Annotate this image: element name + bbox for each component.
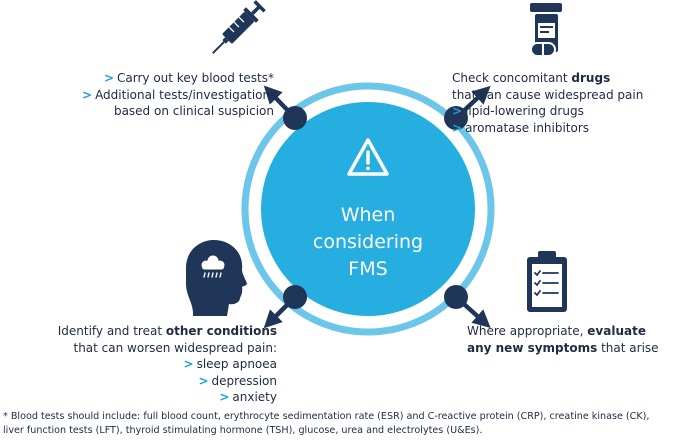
bullet-arrow: > xyxy=(452,120,463,135)
dot-top-right xyxy=(444,106,468,130)
other-conditions-block: Identify and treat other conditions that… xyxy=(52,323,277,406)
list-item: >anxiety xyxy=(219,390,277,404)
footnote-line-2: liver function tests (LFT), thyroid stim… xyxy=(3,424,483,436)
footnote: * Blood tests should include: full blood… xyxy=(3,410,697,437)
center-line-2: considering xyxy=(313,231,423,253)
bullet-arrow: > xyxy=(452,104,463,118)
center-line-3: FMS xyxy=(348,258,387,280)
center-line-1: When xyxy=(341,204,396,226)
drugs-subheading: that can cause widespread pain xyxy=(452,87,644,102)
ring-dots xyxy=(283,106,468,309)
blood-tests-block: >Carry out key blood tests* >Additional … xyxy=(82,70,277,120)
center-circle xyxy=(261,102,475,316)
drugs-heading: Check concomitant drugs xyxy=(452,71,611,85)
warning-icon xyxy=(347,138,389,176)
list-item-continuation: based on clinical suspicion xyxy=(113,104,274,118)
symptoms-line-2: any new symptoms that arise xyxy=(467,340,659,355)
list-item: >lipid-lowering drugs xyxy=(452,104,584,118)
outer-ring xyxy=(241,82,495,336)
bullet-arrow: > xyxy=(82,87,93,102)
center-title: When considering FMS xyxy=(313,204,423,280)
list-item: >sleep apnoea xyxy=(183,357,278,371)
syringe-icon xyxy=(212,0,266,54)
footnote-line-1: * Blood tests should include: full blood… xyxy=(3,411,650,422)
new-symptoms-block: Where appropriate, evaluate any new symp… xyxy=(467,323,697,356)
head-cloud-icon xyxy=(186,240,247,316)
conditions-subheading: that can worsen widespread pain: xyxy=(73,340,277,355)
bullet-arrow: > xyxy=(219,390,230,404)
list-item: >Carry out key blood tests* xyxy=(103,71,274,85)
conditions-heading: Identify and treat other conditions xyxy=(57,324,277,338)
bullet-arrow: > xyxy=(198,373,209,388)
dot-top-left xyxy=(283,106,307,130)
list-item: >aromatase inhibitors xyxy=(452,120,590,135)
pill-bottle-icon xyxy=(530,3,562,57)
bullet-arrow: > xyxy=(103,71,115,85)
dot-bottom-right xyxy=(444,285,468,309)
drugs-block: Check concomitant drugs that can cause w… xyxy=(452,70,697,136)
symptoms-line-1: Where appropriate, evaluate xyxy=(467,324,646,338)
list-item: >depression xyxy=(198,373,277,388)
dot-bottom-left xyxy=(283,285,307,309)
list-item: >Additional tests/investigations xyxy=(82,87,277,102)
bullet-arrow: > xyxy=(183,357,194,371)
clipboard-checklist-icon xyxy=(527,251,567,312)
